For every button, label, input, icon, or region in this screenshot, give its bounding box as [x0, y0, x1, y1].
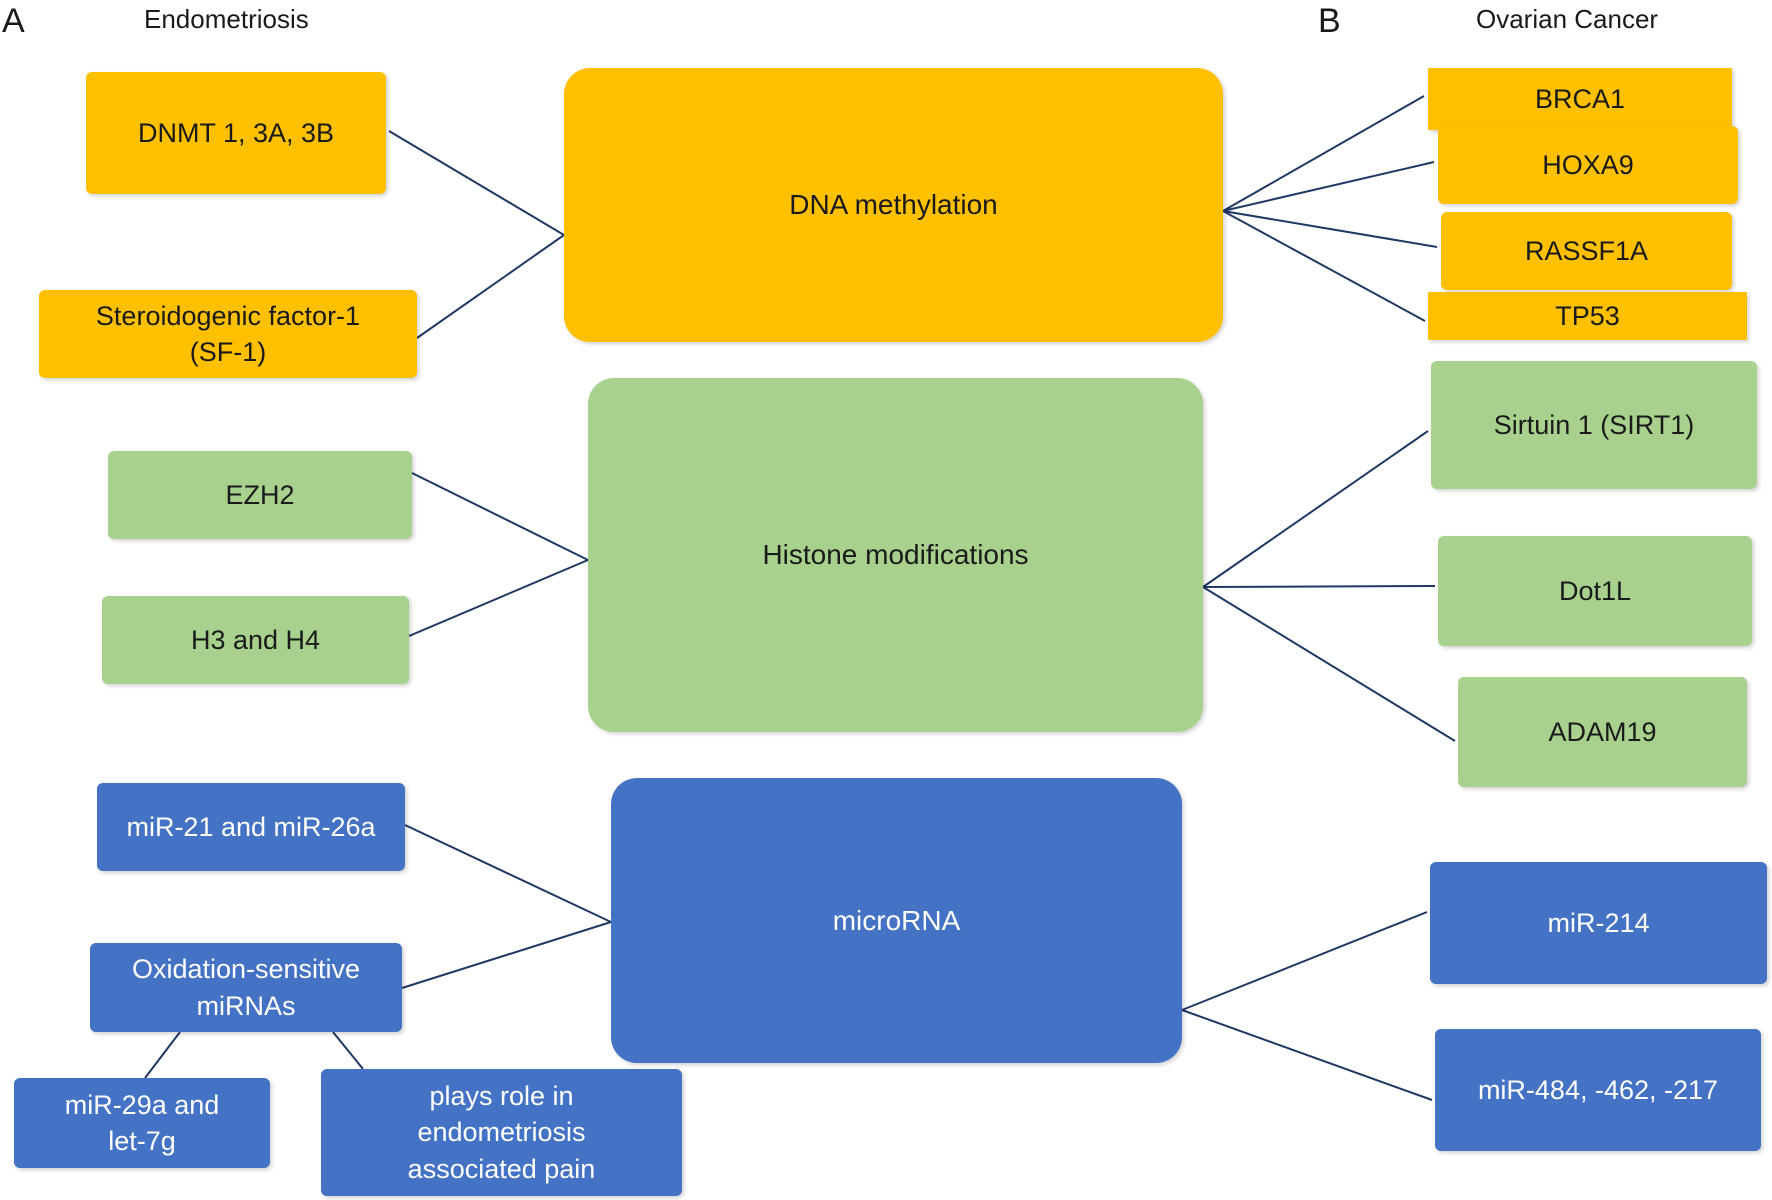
panel-a-letter: A — [2, 2, 25, 40]
connector-mir29a — [144, 1031, 181, 1079]
connector-oxidation — [401, 921, 612, 989]
dna-methylation-box: DNA methylation — [564, 68, 1223, 342]
panel-b-title: Ovarian Cancer — [1476, 4, 1659, 34]
mir214-box: miR-214 — [1430, 862, 1767, 984]
tp53-label: TP53 — [1555, 300, 1620, 331]
connector-pain — [332, 1031, 364, 1070]
connector-mir484 — [1181, 1009, 1433, 1101]
tp53-box: TP53 — [1428, 292, 1747, 340]
microrna-label: microRNA — [832, 904, 961, 936]
pain-box: plays role in endometriosis associated p… — [321, 1069, 682, 1196]
brca1-box: BRCA1 — [1428, 68, 1732, 130]
rassf1a-label: RASSF1A — [1524, 235, 1649, 266]
microrna-box: microRNA — [611, 778, 1182, 1063]
oxidation-label: Oxidation-sensitive miRNAs — [131, 954, 361, 1021]
histone-modifications-box: Histone modifications — [588, 378, 1203, 732]
connector-sirt1 — [1202, 430, 1429, 588]
connector-hoxa9 — [1222, 161, 1435, 212]
dot1l-label: Dot1L — [1558, 575, 1632, 606]
mir214-label: miR-214 — [1547, 907, 1650, 938]
connector-dot1l — [1202, 585, 1436, 588]
connector-tp53 — [1222, 210, 1426, 322]
h3h4-label: H3 and H4 — [190, 624, 321, 655]
histone-modifications-label: Histone modifications — [762, 539, 1029, 571]
connector-rassf1a — [1222, 210, 1438, 248]
sirt1-box: Sirtuin 1 (SIRT1) — [1431, 361, 1757, 489]
panel-a-title: Endometriosis — [144, 4, 309, 34]
pain-label: plays role in endometriosis associated p… — [407, 1080, 596, 1184]
sf1-label: Steroidogenic factor-1 (SF-1) — [95, 300, 361, 367]
panel-b-letter: B — [1318, 2, 1341, 40]
connector-mir214 — [1181, 911, 1428, 1011]
connector-dnmt — [388, 130, 565, 236]
connector-h3h4 — [408, 559, 589, 637]
dot1l-box: Dot1L — [1438, 536, 1752, 646]
mir484-label: miR-484, -462, -217 — [1477, 1074, 1719, 1105]
adam19-box: ADAM19 — [1458, 677, 1747, 787]
adam19-label: ADAM19 — [1548, 716, 1657, 747]
connector-brca1 — [1222, 95, 1425, 212]
dna-methylation-label: DNA methylation — [789, 189, 998, 221]
dnmt-label: DNMT 1, 3A, 3B — [137, 117, 335, 148]
mir29a-box: miR-29a and let-7g — [14, 1078, 270, 1168]
sf1-box: Steroidogenic factor-1 (SF-1) — [39, 290, 417, 378]
h3h4-box: H3 and H4 — [102, 596, 409, 684]
mir29a-label: miR-29a and let-7g — [64, 1089, 220, 1156]
dnmt-box: DNMT 1, 3A, 3B — [86, 72, 386, 194]
connector-mir21 — [404, 824, 612, 923]
connector-ezh2 — [411, 472, 589, 561]
ezh2-box: EZH2 — [108, 451, 412, 539]
oxidation-box: Oxidation-sensitive miRNAs — [90, 943, 402, 1032]
mir484-box: miR-484, -462, -217 — [1435, 1029, 1761, 1151]
hoxa9-box: HOXA9 — [1438, 126, 1738, 204]
mir21-label: miR-21 and miR-26a — [126, 811, 376, 842]
connector-sf1 — [416, 234, 565, 339]
rassf1a-box: RASSF1A — [1441, 212, 1732, 290]
mir21-box: miR-21 and miR-26a — [97, 783, 405, 871]
brca1-label: BRCA1 — [1534, 83, 1626, 114]
connector-adam19 — [1202, 586, 1456, 742]
sirt1-label: Sirtuin 1 (SIRT1) — [1493, 409, 1695, 440]
ezh2-label: EZH2 — [225, 479, 295, 510]
hoxa9-label: HOXA9 — [1542, 149, 1634, 180]
